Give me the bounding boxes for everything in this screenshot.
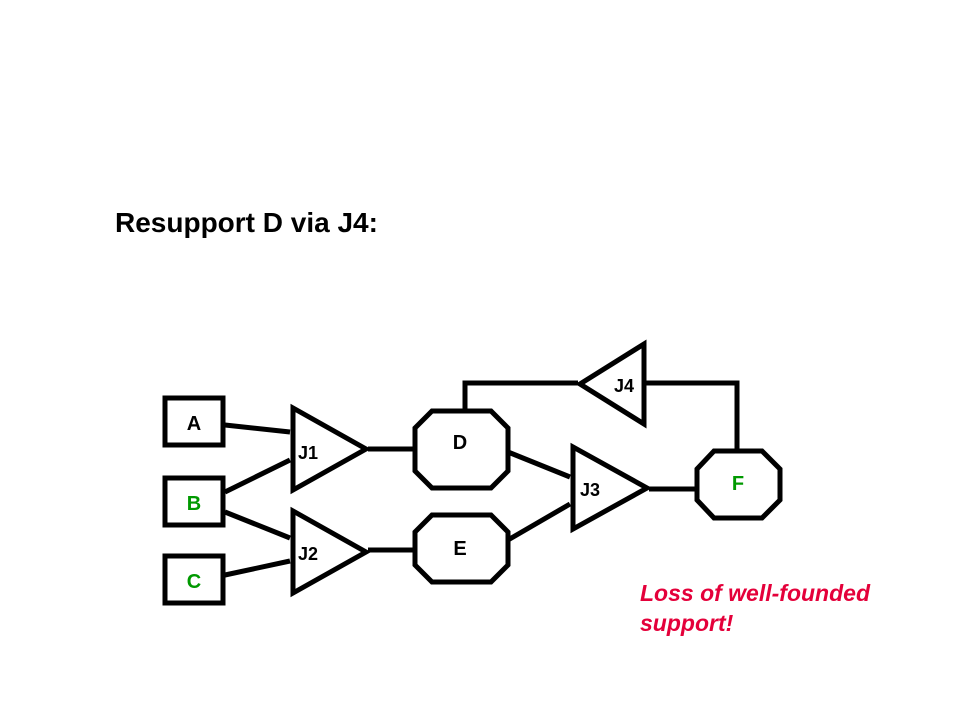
justification-j1-label: J1 (298, 443, 318, 463)
edge-j4-d (462, 380, 578, 410)
node-f: F (694, 448, 783, 521)
warning-note-line-2: support! (640, 610, 734, 636)
slide-title: Resupport D via J4: (115, 207, 378, 238)
edge-f-j4 (646, 380, 740, 450)
justification-j3-label: J3 (580, 480, 600, 500)
node-b: B (162, 475, 226, 528)
node-e-label: E (453, 538, 466, 560)
justification-j1: J1 (290, 403, 372, 495)
edge-b-j1 (223, 457, 292, 495)
edge-c-j2 (224, 558, 291, 578)
node-c-label: C (187, 571, 201, 593)
edge-e-j3 (506, 501, 572, 543)
node-d: D (412, 408, 511, 491)
node-a: A (162, 395, 226, 448)
edge-d-j3 (507, 449, 571, 480)
node-a-label: A (187, 413, 201, 435)
diagram-edges (223, 380, 740, 578)
node-c: C (162, 553, 226, 606)
warning-note-line-1: Loss of well-founded (640, 580, 870, 606)
justification-j4-label: J4 (614, 376, 634, 396)
justification-j3: J3 (570, 442, 653, 534)
node-f-label: F (732, 473, 744, 495)
edge-b-j2 (224, 509, 291, 541)
node-e: E (412, 512, 511, 585)
justification-j4: J4 (575, 339, 647, 429)
node-b-label: B (187, 493, 201, 515)
justification-j2-label: J2 (298, 544, 318, 564)
node-d-label: D (453, 432, 467, 454)
warning-note: Loss of well-founded support! (640, 578, 870, 638)
justification-j2: J2 (290, 506, 372, 598)
edge-a-j1 (224, 422, 291, 435)
